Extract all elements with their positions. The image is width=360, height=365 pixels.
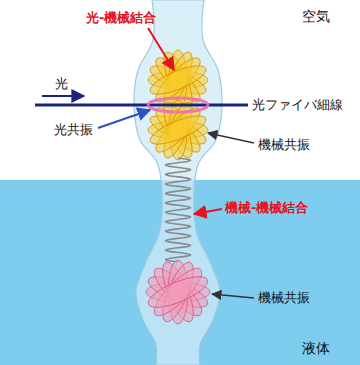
leader-line [98,110,150,128]
label: 機械共振 [258,290,310,306]
optical-ring [148,98,208,112]
vibration-lobe [147,60,209,100]
vibration-lobe [147,110,209,150]
label: 機械-機械結合 [225,200,308,216]
glass-resonator [134,0,222,365]
label: 光 [55,76,68,92]
label: 光ファイバ細線 [252,97,343,113]
label: 機械共振 [258,137,310,153]
leader-line [194,209,222,214]
spring-coil [165,158,190,262]
vibration-lobe [145,271,212,314]
glass-body [134,0,222,365]
leader-line [208,133,254,143]
label: 光共振 [54,122,93,138]
label: 光-機械結合 [86,10,156,26]
leader-line [148,28,174,70]
optical-fiber [35,104,248,107]
light-arrow [42,95,84,97]
mechanical-vibration-lower [145,259,212,326]
spring-coupling [165,158,190,262]
label: 空気 [302,8,330,24]
label: 液体 [302,340,330,356]
leader-line [212,294,254,298]
